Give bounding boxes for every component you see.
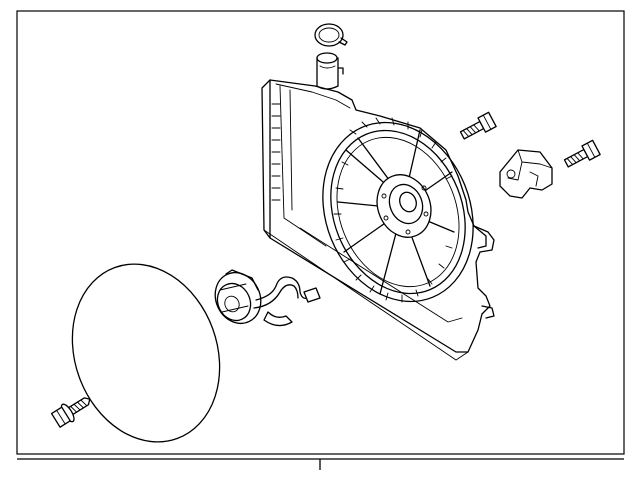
bolt-upper [459,111,497,140]
screw [50,397,91,428]
bolt-right [563,139,601,168]
diagram-frame [16,10,625,455]
bracket [499,149,553,199]
fan-blade [71,263,221,443]
hose-clamp [314,23,348,47]
fan-motor [214,269,321,327]
fan-assembly [322,117,474,303]
fan-shroud [261,79,495,361]
